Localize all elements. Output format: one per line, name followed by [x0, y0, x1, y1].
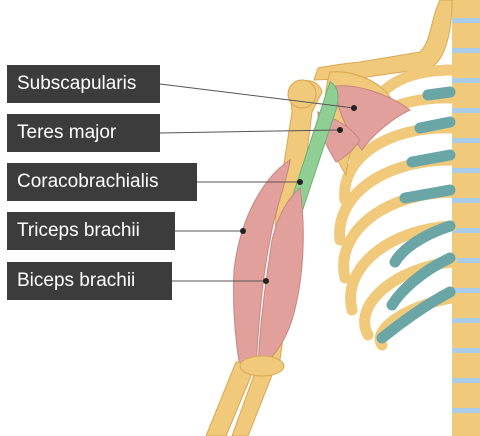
- dot-triceps: [240, 228, 246, 234]
- label-teres-major: Teres major: [7, 114, 160, 152]
- label-subscapularis: Subscapularis: [7, 65, 160, 103]
- dot-subscapularis: [351, 105, 357, 111]
- dot-teres-major: [337, 127, 343, 133]
- leader-lines: [159, 83, 355, 282]
- clavicle: [313, 0, 453, 81]
- label-biceps-brachii: Biceps brachii: [7, 262, 172, 300]
- dot-coracobrachialis: [297, 179, 303, 185]
- pointer-dots: [240, 105, 357, 284]
- vertebral-column: [452, 0, 480, 436]
- label-triceps-brachii: Triceps brachii: [7, 212, 175, 250]
- label-coracobrachialis: Coracobrachialis: [7, 163, 197, 201]
- costal-cartilage: [376, 86, 456, 344]
- leader-line-teres-major: [159, 129, 341, 134]
- forearm-bones: [205, 355, 285, 436]
- spine-discs: [452, 18, 480, 413]
- dot-biceps: [263, 278, 269, 284]
- leader-line-subscapularis: [159, 83, 355, 109]
